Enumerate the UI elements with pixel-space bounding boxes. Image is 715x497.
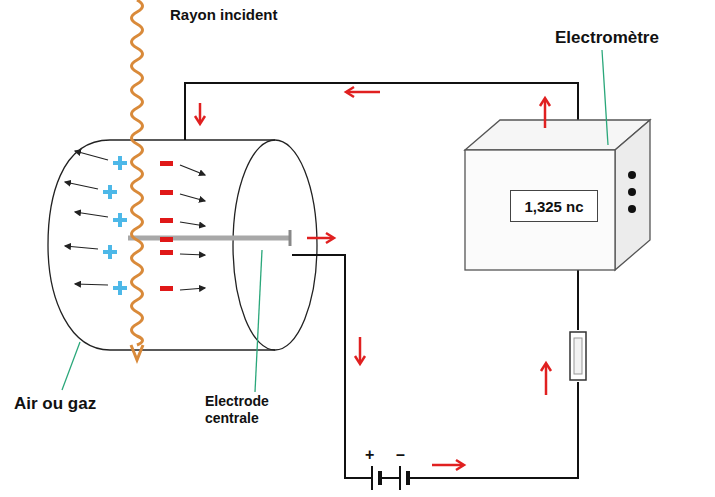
electrode-cap [289,230,292,246]
ion-drift-arrow [180,165,205,175]
ion-drift-arrow [75,212,108,217]
ion-drift-arrow [75,284,108,285]
electrometer-box [465,120,650,270]
ion-drift-arrow [75,151,108,160]
incident-ray [132,0,143,345]
resistor-symbol [570,332,586,380]
polarity-sign: – [396,446,405,464]
battery-symbol [372,466,414,490]
positive-ion [118,156,122,170]
positive-ion [118,281,122,295]
negative-ion [160,250,173,255]
negative-ion [160,190,173,195]
ion-drift-arrow [180,194,205,201]
positive-ion [108,185,112,199]
resistor-body [574,338,582,374]
negative-ion [160,161,173,166]
negative-ion [160,237,173,242]
current-arrows [195,87,551,470]
ray-arrowhead [131,345,143,360]
ray-label: Rayon incident [170,6,278,23]
ion-pairs [65,151,205,295]
part-label: Air ou gaz [14,394,96,414]
chamber-cylinder [48,140,317,350]
part-label: Electrode centrale [205,393,300,427]
ion-drift-arrow [65,246,98,249]
electrometer-display: 1,325 nc [510,190,598,222]
ion-drift-arrow [180,222,205,226]
polarity-sign: + [365,446,374,464]
negative-ion [160,218,173,223]
electrometer-buttons [628,171,636,213]
negative-ion [160,286,173,291]
positive-ion [108,245,112,259]
instrument-label: Electromètre [555,28,659,48]
ion-drift-arrow [180,288,205,290]
ion-drift-arrow [65,182,98,189]
central-electrode [128,236,290,241]
positive-ion [118,213,122,227]
display-reading: 1,325 nc [524,198,583,215]
ion-drift-arrow [180,254,205,255]
